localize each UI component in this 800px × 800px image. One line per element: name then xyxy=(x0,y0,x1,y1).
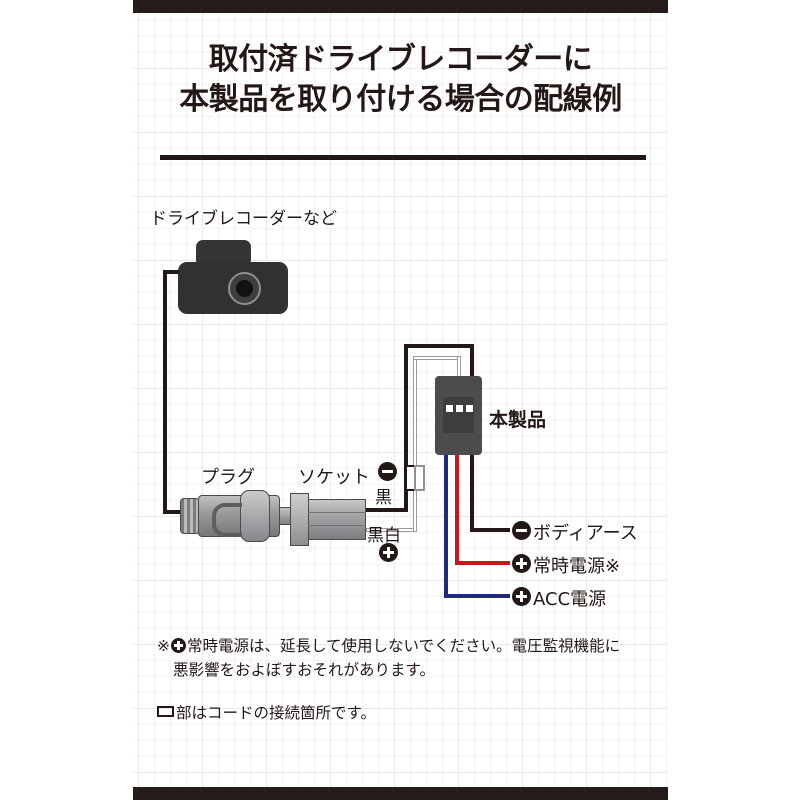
constant-power-wire-horizontal xyxy=(455,561,510,565)
body-earth-wire-horizontal xyxy=(470,528,510,532)
legend-label-body-earth: ボディアース xyxy=(533,523,638,544)
minus-badge-body-earth xyxy=(512,521,531,540)
note-constant-power-line-2: 悪影響をおよぼすおそれがあります。 xyxy=(173,661,435,680)
note-constant-power: ※ 常時電源は、延長して使用しないでください。電圧監視機能に 悪影響をおよぼすおそ… xyxy=(157,634,657,682)
plus-badge-constant-power xyxy=(512,554,531,573)
dashcam-cable-vertical xyxy=(163,270,167,514)
note-asterisk: ※ xyxy=(157,637,170,655)
connector-chip-black-white xyxy=(414,465,425,491)
plug-collar xyxy=(240,490,270,542)
plug-c-marking xyxy=(212,503,242,537)
plus-badge-acc-power xyxy=(512,587,531,606)
product-window xyxy=(443,397,474,433)
black-white-wire-vertical-left xyxy=(413,356,417,532)
socket-seam-upper xyxy=(308,512,366,513)
socket-barrel xyxy=(308,499,366,540)
plug-ribbed-end xyxy=(180,498,200,534)
black-wire-label: 黒 xyxy=(375,488,392,508)
black-wire-top xyxy=(404,344,474,348)
legend-label-acc-power: ACC電源 xyxy=(533,589,607,610)
title-divider xyxy=(160,155,646,160)
note-connection-points: 部はコードの接続箇所です。 xyxy=(157,701,617,725)
note-constant-power-line-1: 常時電源は、延長して使用しないでください。電圧監視機能に xyxy=(187,637,621,655)
plus-badge-black-white-wire xyxy=(379,543,398,562)
black-white-wire-top xyxy=(413,356,461,360)
black-wire-into-product xyxy=(470,344,474,384)
acc-power-wire-vertical xyxy=(444,455,448,598)
minus-badge-black-wire xyxy=(378,462,397,481)
dashcam-cable-top xyxy=(163,270,179,274)
constant-power-wire-vertical xyxy=(455,455,459,565)
legend-label-constant-power: 常時電源※ xyxy=(533,556,621,577)
bottom-bar xyxy=(133,787,668,800)
plug-label: プラグ xyxy=(201,467,255,488)
black-wire-from-socket xyxy=(366,508,408,512)
connector-rect-icon xyxy=(157,706,174,717)
body-earth-wire-vertical xyxy=(470,455,474,532)
product-label: 本製品 xyxy=(489,409,547,431)
black-wire-vertical-left xyxy=(404,344,408,512)
socket-label: ソケット xyxy=(298,467,370,488)
dashcam-lens xyxy=(236,280,253,297)
product-led-3 xyxy=(466,405,473,412)
product-led-1 xyxy=(446,405,453,412)
product-led-2 xyxy=(456,405,463,412)
page-title: 取付済ドライブレコーダーに 本製品を取り付ける場合の配線例 xyxy=(133,40,668,119)
title-line-1: 取付済ドライブレコーダーに xyxy=(208,42,593,77)
socket-seam-lower xyxy=(308,525,366,526)
black-white-wire-label: 黒白 xyxy=(367,526,401,546)
acc-power-wire-horizontal xyxy=(444,594,510,598)
top-bar xyxy=(133,0,668,13)
socket-flange xyxy=(290,493,309,546)
plus-icon xyxy=(171,638,186,653)
dashcam-cable-to-plug xyxy=(163,510,183,514)
grid-paper-background xyxy=(133,0,668,800)
note-connection-points-text: 部はコードの接続箇所です。 xyxy=(176,704,376,722)
dashcam-label: ドライブレコーダーなど xyxy=(150,209,337,229)
title-line-2: 本製品を取り付ける場合の配線例 xyxy=(179,81,622,117)
